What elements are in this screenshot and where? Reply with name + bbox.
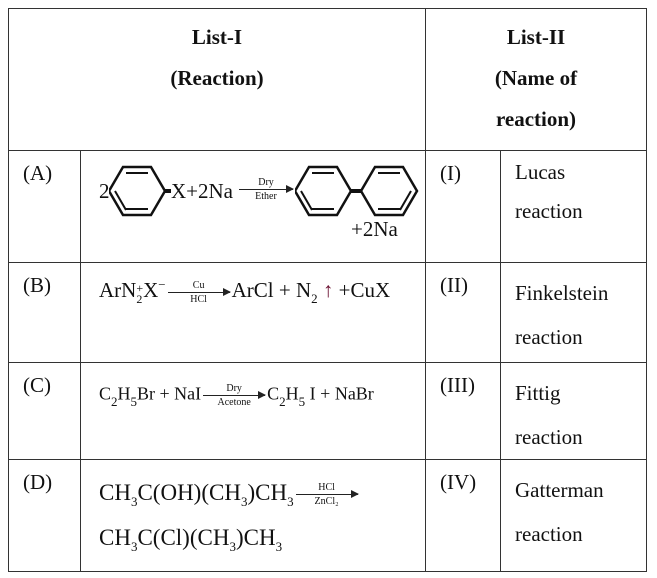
reaction-name-line: reaction (515, 325, 583, 349)
subscript: 3 (240, 494, 248, 509)
subscript: 2 (279, 393, 286, 409)
arrow-bottom-label: Acetone (217, 397, 251, 408)
product-byproduct: +2Na (351, 217, 398, 241)
arrow-bottom-label: Ether (255, 191, 277, 202)
formula-text: +CuX (333, 278, 391, 302)
arrow-icon (167, 287, 231, 296)
row-label: (D) (8, 459, 81, 572)
list2-subtitle: reaction) (495, 107, 577, 131)
superscript: + (136, 281, 144, 296)
list2-title: List-II (506, 25, 566, 49)
reaction-name: Fittig reaction (500, 362, 647, 460)
arrow-top-label: Dry (258, 177, 274, 188)
arrow-top-label: Dry (226, 383, 242, 394)
arrow-top-label: Cu (192, 279, 205, 291)
formula-text: C (267, 383, 280, 404)
subscript: 3 (275, 539, 283, 554)
reaction-name-line: Fittig (515, 381, 561, 405)
subscript: 5 (298, 393, 306, 409)
reaction-name-line: Finkelstein (515, 281, 609, 305)
row-label: (A) (8, 150, 81, 263)
formula-text: CH (99, 525, 131, 550)
list1-title: List-I (191, 25, 243, 49)
subscript: 3 (229, 539, 236, 554)
formula-text: ArN (99, 278, 137, 302)
gas-evolved-arrow-icon: ↑ (322, 278, 334, 302)
arrow-icon (295, 490, 359, 499)
subscript: 2 (311, 291, 318, 306)
row-label: (C) (8, 362, 81, 460)
roman-label: (II) (425, 262, 501, 363)
formula-text: Br + NaI (137, 383, 202, 404)
subscript: 2 (111, 393, 118, 409)
arrow-bottom-label: ZnCl₂ (314, 496, 339, 508)
roman-label: (IV) (425, 459, 501, 572)
arrow-icon (239, 185, 294, 193)
formula-text: H (285, 383, 299, 404)
subscript: 3 (287, 494, 294, 509)
formula-text: I + NaBr (305, 383, 374, 404)
formula-text: CH (99, 480, 131, 505)
reaction-arrow: Dry Ether (239, 177, 294, 202)
reaction-name: Lucas reaction (500, 150, 647, 263)
formula-text: ArCl + N (231, 278, 312, 302)
subscript: 5 (130, 393, 138, 409)
reaction-name-line: reaction (515, 522, 583, 546)
subscript: 3 (130, 539, 138, 554)
formula-text: C(OH)(CH (137, 480, 241, 505)
formula-text: C(Cl)(CH (137, 525, 230, 550)
formula-text: X (143, 278, 159, 302)
reaction-name-line: Lucas (515, 160, 566, 184)
reaction-name-line: reaction (515, 199, 583, 223)
formula-text: )CH (247, 480, 288, 505)
biphenyl-icon (295, 165, 419, 217)
reaction-name-line: reaction (515, 425, 583, 449)
roman-label: (I) (425, 150, 501, 263)
sup-sub: +2 (136, 281, 144, 307)
row-label: (B) (8, 262, 81, 363)
reactant-text: X+2Na (171, 179, 233, 203)
reaction-matching-table: List-I (Reaction) List-II (Name of react… (8, 8, 647, 572)
reaction-name: Finkelstein reaction (500, 262, 647, 363)
reaction-cell: 2 X+2Na Dry Ether (80, 150, 426, 263)
roman-label: (III) (425, 362, 501, 460)
superscript: − (158, 277, 166, 292)
benzene-ring-icon (109, 165, 171, 217)
formula-text: )CH (235, 525, 276, 550)
header-row: List-I (Reaction) List-II (Name of react… (8, 8, 647, 151)
list2-header: List-II (Name of reaction) (425, 8, 647, 151)
list2-subtitle: (Name of (494, 66, 578, 90)
subscript: 2 (136, 292, 143, 307)
arrow-icon (203, 391, 267, 399)
list1-header: List-I (Reaction) (8, 8, 426, 151)
table-row: (A) 2 X+2Na Dry Ether (8, 150, 647, 263)
reaction-name-line: Gatterman (515, 478, 604, 502)
coefficient: 2 (99, 179, 110, 203)
arrow-bottom-label: HCl (190, 293, 207, 305)
reaction-name: Gatterman reaction (500, 459, 647, 572)
subscript: 3 (130, 494, 138, 509)
formula-text: H (117, 383, 131, 404)
formula-text: C (99, 383, 112, 404)
list1-subtitle: (Reaction) (170, 66, 264, 90)
arrow-top-label: HCl (318, 482, 335, 494)
